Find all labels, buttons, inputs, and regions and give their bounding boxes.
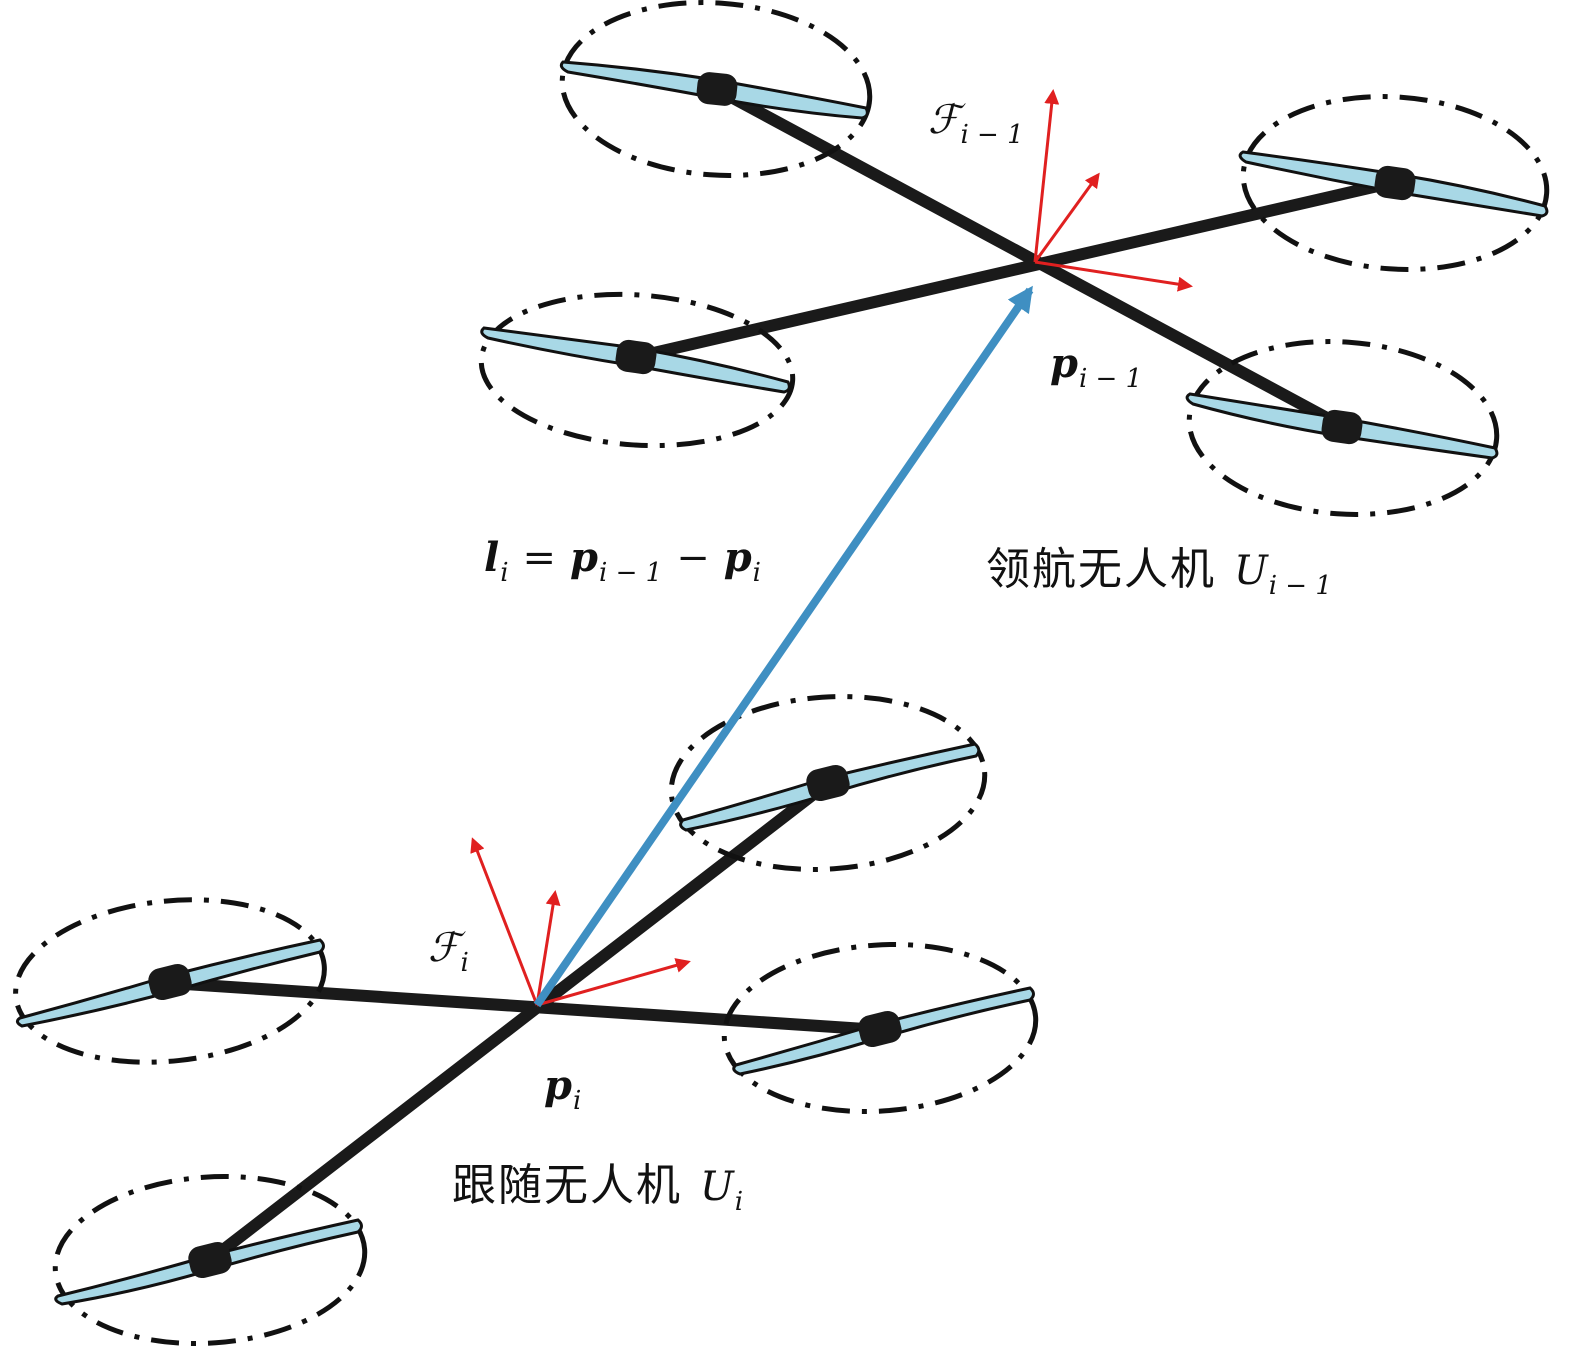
leader-drone xyxy=(478,0,1550,517)
follower-frame-axes-icon xyxy=(470,837,691,1007)
leader-frame-axes-icon xyxy=(1033,89,1193,292)
leader-rotor xyxy=(1238,94,1550,272)
follower-arm xyxy=(204,777,834,1266)
follower-position-label: pi xyxy=(544,1062,582,1116)
leader-arm xyxy=(712,84,1346,431)
leader-arm xyxy=(630,176,1401,363)
follower-frame-label: ℱi xyxy=(428,925,469,978)
follower-rotor xyxy=(668,694,988,872)
follower-rotor xyxy=(721,941,1039,1115)
relative-position-vector-icon xyxy=(533,285,1034,1008)
follower-arm xyxy=(164,977,886,1036)
follower-rotor xyxy=(52,1173,368,1347)
leader-position-label: pi − 1 xyxy=(1050,340,1143,394)
follower-drone xyxy=(13,694,1039,1347)
leader-frame-label: ℱi − 1 xyxy=(928,97,1024,150)
relative-vector-equation: li=pi − 1−pi xyxy=(484,534,761,588)
follower-rotor xyxy=(13,897,327,1065)
leader-rotor xyxy=(559,0,873,178)
leader-rotor xyxy=(478,291,796,449)
leader-rotor xyxy=(1185,339,1500,517)
